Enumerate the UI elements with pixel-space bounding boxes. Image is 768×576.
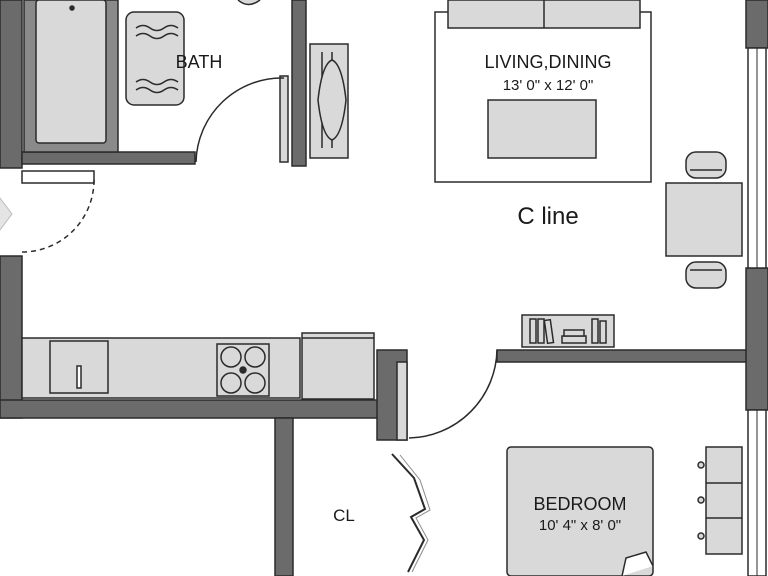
dining-set (665, 151, 743, 289)
living-dining-dimensions: 13' 0" x 12' 0" (503, 77, 594, 94)
windows (747, 47, 767, 576)
wall-bath-bottom (21, 151, 196, 165)
closet-bifold-door (391, 453, 427, 573)
wall-right-top (745, 0, 768, 49)
living-dining-label: LIVING,DINING (484, 52, 611, 72)
bath-mat (125, 11, 185, 106)
dining-chair (685, 261, 727, 289)
entry-door (0, 170, 95, 253)
cooktop (216, 343, 270, 397)
toilet (237, 0, 261, 6)
wall-left-lower (0, 255, 23, 419)
dining-table (665, 182, 743, 257)
bed (506, 446, 654, 576)
dining-chair (685, 151, 727, 179)
wall-bath-right (291, 0, 307, 167)
bathtub (23, 0, 119, 153)
wall-kitchen-bottom (0, 399, 393, 419)
unit-line-label: C line (517, 203, 578, 230)
entry-arrow-icon (0, 197, 13, 231)
refrigerator (301, 332, 375, 400)
bath-door (195, 75, 289, 163)
wall-bedroom-top (496, 349, 750, 363)
bath-label: BATH (176, 52, 223, 72)
bedroom-label: BEDROOM (533, 494, 626, 514)
sofa (447, 0, 641, 29)
hall-cabinet (309, 43, 349, 159)
closet-label: CL (333, 506, 355, 525)
kitchen-sink (49, 340, 109, 394)
wall-left-upper (0, 0, 23, 169)
bookshelf (521, 314, 615, 348)
bedroom-door (396, 349, 498, 441)
wall-closet-left (274, 417, 294, 576)
wall-right-mid (745, 267, 768, 411)
dresser (697, 446, 743, 555)
coffee-table (487, 99, 597, 159)
bedroom-dimensions: 10' 4" x 8' 0" (539, 517, 621, 534)
